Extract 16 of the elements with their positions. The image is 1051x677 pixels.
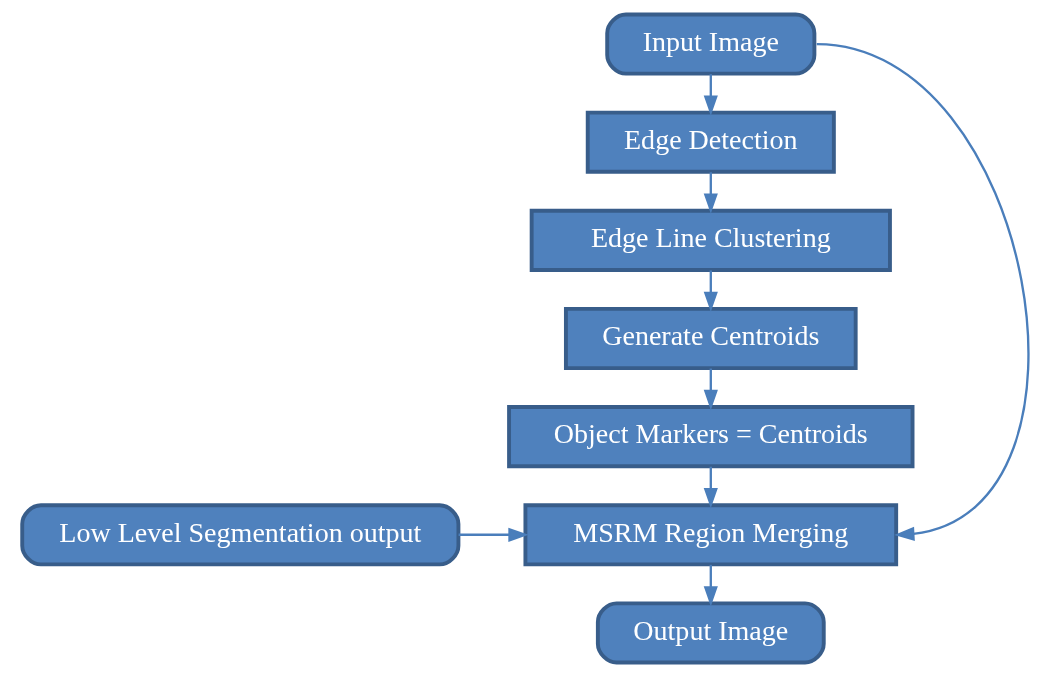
node-box: Edge Detection: [585, 110, 836, 174]
arrow: [703, 172, 718, 214]
arrow: [703, 466, 718, 509]
node-box: Generate Centroids: [563, 306, 858, 371]
arrow: [703, 270, 718, 312]
arrow: [703, 368, 718, 411]
node-box: Output Image: [595, 601, 826, 665]
node-box: Input Image: [605, 12, 817, 76]
node-box: Edge Line Clustering: [529, 208, 892, 272]
node-box: MSRM Region Merging: [523, 503, 899, 567]
node-box: Object Markers = Centroids: [507, 405, 915, 469]
arrow: [703, 564, 718, 607]
arrow: [703, 74, 718, 116]
arrow: [458, 527, 529, 542]
arrow: [816, 42, 1030, 541]
node-box: Low Level Segmentation output: [20, 503, 461, 567]
